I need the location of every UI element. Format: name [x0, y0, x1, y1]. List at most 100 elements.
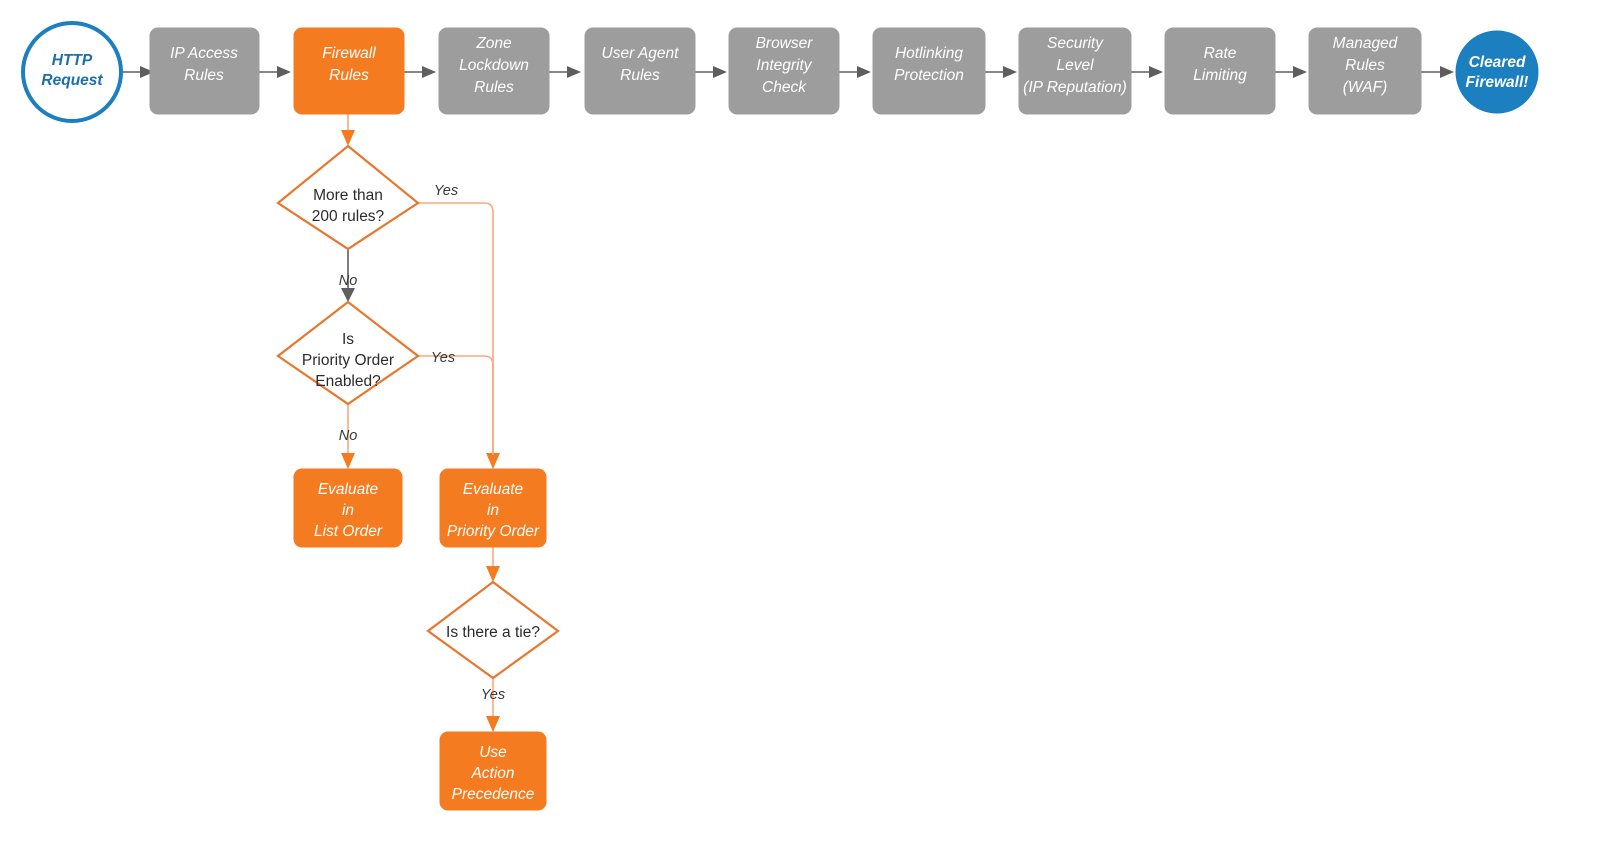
node-decision-priority-order-enabled[interactable]: Is Priority Order Enabled? [276, 300, 420, 406]
evaluate-list-order-box [293, 468, 403, 548]
pipeline-connectors [123, 66, 1454, 78]
arrowhead-hotlinking-to-security [1003, 66, 1017, 78]
more-than-200-rules-label-line2: 200 rules? [312, 208, 385, 225]
arrowhead-zone-to-useragent [567, 66, 581, 78]
arrowhead-ipaccess-to-firewall [277, 66, 291, 78]
arrowhead-decision2-no [341, 453, 355, 469]
ip-access-rules-label-line1: IP Access [170, 45, 238, 62]
http-request-label-line1: HTTP [52, 52, 93, 69]
zone-lockdown-label-line1: Zone [475, 35, 512, 52]
node-ip-access-rules[interactable]: IP Access Rules [149, 27, 260, 115]
user-agent-rules-box [584, 27, 696, 115]
managed-rules-label-line1: Managed [1333, 35, 1399, 52]
managed-rules-box [1308, 27, 1422, 115]
arrowhead-decision1-yes [486, 453, 500, 469]
evaluate-list-order-label-line3: List Order [314, 523, 383, 540]
node-hotlinking-protection[interactable]: Hotlinking Protection [872, 27, 986, 115]
use-action-precedence-box [439, 731, 547, 811]
browser-integrity-label-line2: Integrity [756, 57, 812, 74]
cleared-firewall-label-line1: Cleared [1469, 54, 1526, 71]
firewall-rules-label-line1: Firewall [322, 45, 376, 62]
ip-access-rules-box [149, 27, 260, 115]
edge-label-decision2-no: No [339, 428, 358, 444]
node-user-agent-rules[interactable]: User Agent Rules [584, 27, 696, 115]
edge-labels: Yes No Yes No Yes [339, 183, 505, 703]
evaluate-priority-order-label-line2: in [487, 502, 499, 519]
node-rate-limiting[interactable]: Rate Limiting [1164, 27, 1276, 115]
zone-lockdown-label-line3: Rules [474, 79, 514, 96]
arrowhead-firewall-to-decision1 [341, 130, 355, 146]
arrowhead-firewall-to-zone [422, 66, 436, 78]
security-level-label-line3: (IP Reputation) [1023, 79, 1127, 96]
priority-order-label-line2: Priority Order [302, 352, 394, 369]
hotlinking-label-line1: Hotlinking [895, 45, 963, 62]
hotlinking-protection-box [872, 27, 986, 115]
zone-lockdown-label-line2: Lockdown [459, 57, 529, 74]
priority-order-enabled-diamond [276, 300, 420, 406]
arrowhead-useragent-to-browser [713, 66, 727, 78]
node-managed-rules-waf[interactable]: Managed Rules (WAF) [1308, 27, 1422, 115]
arrowhead-decision1-no [341, 288, 355, 302]
use-action-precedence-label-line1: Use [479, 744, 507, 761]
rate-limiting-label-line1: Rate [1204, 45, 1237, 62]
branch-connectors [341, 114, 500, 732]
priority-order-label-line3: Enabled? [315, 373, 381, 390]
hotlinking-label-line2: Protection [894, 67, 964, 84]
http-request-circle [21, 21, 123, 123]
firewall-rules-box [293, 27, 405, 115]
firewall-rules-label-line2: Rules [329, 67, 369, 84]
user-agent-label-line1: User Agent [602, 45, 680, 62]
node-security-level[interactable]: Security Level (IP Reputation) [1018, 27, 1132, 115]
is-there-a-tie-diamond [426, 580, 560, 680]
node-cleared-firewall[interactable]: Cleared Firewall! [1455, 30, 1539, 114]
arrowhead-priorityorder-to-tie [486, 566, 500, 582]
cleared-firewall-circle [1455, 30, 1539, 114]
browser-integrity-label-line3: Check [762, 79, 807, 96]
evaluate-priority-order-label-line3: Priority Order [447, 523, 540, 540]
arrowhead-tie-yes [486, 716, 500, 732]
arrowhead-rate-to-managed [1293, 66, 1307, 78]
browser-integrity-label-line1: Browser [756, 35, 814, 52]
use-action-precedence-label-line3: Precedence [452, 786, 535, 803]
arrowhead-security-to-rate [1149, 66, 1163, 78]
node-zone-lockdown-rules[interactable]: Zone Lockdown Rules [438, 27, 550, 115]
node-http-request[interactable]: HTTP Request [21, 21, 123, 123]
node-evaluate-priority-order[interactable]: Evaluate in Priority Order [439, 468, 547, 548]
evaluate-list-order-label-line1: Evaluate [318, 481, 379, 498]
node-use-action-precedence[interactable]: Use Action Precedence [439, 731, 547, 811]
is-there-a-tie-label: Is there a tie? [446, 624, 540, 641]
ip-access-rules-label-line2: Rules [184, 67, 224, 84]
rate-limiting-box [1164, 27, 1276, 115]
security-level-label-line2: Level [1056, 57, 1094, 74]
node-browser-integrity-check[interactable]: Browser Integrity Check [728, 27, 840, 115]
browser-integrity-box [728, 27, 840, 115]
arrowhead-http-to-ipaccess [140, 66, 154, 78]
cleared-firewall-label-line2: Firewall! [1466, 74, 1529, 91]
more-than-200-rules-diamond [276, 144, 420, 251]
security-level-label-line1: Security [1047, 35, 1104, 52]
edge-label-tie-yes: Yes [481, 687, 505, 703]
zone-lockdown-rules-box [438, 27, 550, 115]
arrowhead-managed-to-cleared [1440, 66, 1454, 78]
use-action-precedence-label-line2: Action [470, 765, 514, 782]
arrowhead-browser-to-hotlinking [857, 66, 871, 78]
edge-label-decision2-yes: Yes [431, 350, 455, 366]
priority-order-label-line1: Is [342, 331, 354, 348]
rate-limiting-label-line2: Limiting [1193, 67, 1247, 84]
connector-decision1-yes [418, 202, 494, 455]
connector-decision2-yes [418, 355, 494, 455]
node-evaluate-list-order[interactable]: Evaluate in List Order [293, 468, 403, 548]
node-firewall-rules[interactable]: Firewall Rules [293, 27, 405, 115]
node-decision-more-than-200-rules[interactable]: More than 200 rules? [276, 144, 420, 251]
security-level-box [1018, 27, 1132, 115]
node-decision-is-there-a-tie[interactable]: Is there a tie? [426, 580, 560, 680]
more-than-200-rules-label-line1: More than [313, 187, 383, 204]
edge-label-decision1-no: No [339, 273, 358, 289]
evaluate-list-order-label-line2: in [342, 502, 354, 519]
user-agent-label-line2: Rules [620, 67, 660, 84]
edge-label-decision1-yes: Yes [434, 183, 458, 199]
managed-rules-label-line3: (WAF) [1343, 79, 1387, 96]
managed-rules-label-line2: Rules [1345, 57, 1385, 74]
